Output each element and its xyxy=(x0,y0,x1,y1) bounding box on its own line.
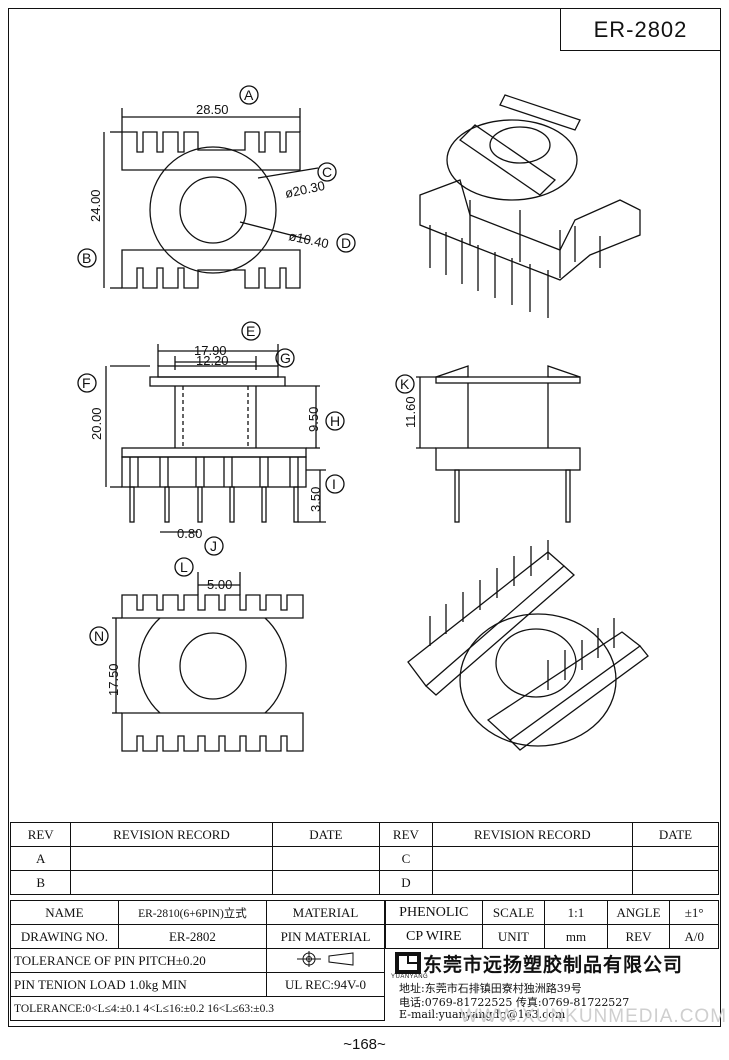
company-brand: YUANYANG xyxy=(391,974,429,980)
isometric-view-top xyxy=(419,94,641,318)
tolerance-pitch: TOLERANCE OF PIN PITCH±0.20 xyxy=(9,948,268,973)
label-c: C xyxy=(322,164,332,180)
revision-record-header: REVISION RECORD xyxy=(70,822,273,847)
label-h: H xyxy=(330,413,340,429)
label-f: F xyxy=(82,375,91,391)
dim-5-00: 5.00 xyxy=(207,577,232,592)
company-logo-icon xyxy=(395,952,421,974)
dim-3-50: 3.50 xyxy=(308,487,323,512)
rev-cell: B xyxy=(9,870,72,895)
angle-label: ANGLE xyxy=(606,900,671,925)
date-header: DATE xyxy=(271,822,381,847)
material-value: PHENOLIC xyxy=(385,900,483,925)
dim-dia-20-30: ø20.30 xyxy=(284,178,327,201)
dim-20-00: 20.00 xyxy=(89,407,104,440)
page-number: ~168~ xyxy=(343,1036,386,1053)
dim-11-60: 11.60 xyxy=(403,396,418,428)
revision-record-header-2: REVISION RECORD xyxy=(431,822,633,847)
table-row: A C xyxy=(9,846,720,871)
company-phone: 电话:0769-81722525 传真:0769-81722527 xyxy=(399,996,630,1009)
label-i: I xyxy=(332,476,336,492)
rev-header: REV xyxy=(9,822,72,847)
rev-cell: C xyxy=(379,846,433,871)
pin-tension: PIN TENION LOAD 1.0kg MIN xyxy=(9,972,268,997)
scale-value: 1:1 xyxy=(544,900,608,925)
front-view xyxy=(105,344,326,533)
date-cell xyxy=(631,870,720,895)
dim-9-50: 9.50 xyxy=(306,407,321,432)
company-address: 地址:东莞市石排镇田寮村独洲路39号 xyxy=(399,982,582,995)
rev-value: A/0 xyxy=(669,924,719,949)
label-l: L xyxy=(180,559,188,575)
label-a: A xyxy=(244,87,254,103)
angle-value: ±1° xyxy=(669,900,719,925)
unit-value: mm xyxy=(544,924,608,949)
dim-12-20: 12.20 xyxy=(196,353,229,368)
pin-material-value: CP WIRE xyxy=(385,924,483,949)
revision-table: REV REVISION RECORD DATE REV REVISION RE… xyxy=(9,822,720,895)
pin-material-label: PIN MATERIAL xyxy=(266,924,385,949)
rev-label: REV xyxy=(606,924,671,949)
name-value: ER-2810(6+6PIN)立式 xyxy=(117,900,268,925)
dim-24-00: 24.00 xyxy=(88,189,103,222)
scale-label: SCALE xyxy=(481,900,546,925)
label-g: G xyxy=(280,350,291,366)
ul-rec: UL REC:94V-0 xyxy=(266,972,385,997)
spec-table: PHENOLIC SCALE 1:1 ANGLE ±1° CP WIRE UNI… xyxy=(385,900,719,949)
dim-28-50: 28.50 xyxy=(196,102,229,117)
dim-17-90: 17.90 xyxy=(194,343,227,358)
drawing-no-label: DRAWING NO. xyxy=(10,924,119,949)
dim-17-50: 17.50 xyxy=(106,663,121,696)
record-cell xyxy=(431,846,633,871)
material-label: MATERIAL xyxy=(266,900,385,925)
date-cell xyxy=(631,846,720,871)
technical-drawing: 28.50 24.00 ø20.30 ø10.40 A B C D xyxy=(77,85,649,752)
drawing-frame xyxy=(8,8,721,1027)
bottom-view xyxy=(112,572,304,752)
date-cell xyxy=(271,870,381,895)
drawing-title: ER-2802 xyxy=(560,8,721,51)
label-e: E xyxy=(246,323,255,339)
dim-dia-10-40: ø10.40 xyxy=(287,228,330,251)
unit-label: UNIT xyxy=(481,924,546,949)
drawing-no-value: ER-2802 xyxy=(117,924,268,949)
record-cell xyxy=(431,870,633,895)
date-cell xyxy=(271,846,381,871)
watermark: WWW.XUNKUNMEDIA.COM xyxy=(460,1006,728,1027)
tolerance-line: TOLERANCE:0<L≤4:±0.1 4<L≤16:±0.2 16<L≤63… xyxy=(10,996,385,1021)
info-table: NAME ER-2810(6+6PIN)立式 MATERIAL DRAWING … xyxy=(9,900,385,1021)
company-name: 东莞市远扬塑胶制品有限公司 xyxy=(423,954,684,976)
projection-icon xyxy=(296,950,354,967)
dim-0-80: 0.80 xyxy=(177,526,202,541)
label-j: J xyxy=(210,538,217,554)
date-header-2: DATE xyxy=(631,822,720,847)
rev-header-2: REV xyxy=(379,822,433,847)
record-cell xyxy=(70,870,273,895)
isometric-view-bottom xyxy=(407,540,649,751)
record-cell xyxy=(70,846,273,871)
label-b: B xyxy=(82,250,91,266)
label-k: K xyxy=(400,376,410,392)
name-label: NAME xyxy=(10,900,119,925)
company-email: E-mail:yuanyangdg@163.com xyxy=(399,1008,566,1021)
company-block: YUANYANG 东莞市远扬塑胶制品有限公司 地址:东莞市石排镇田寮村独洲路39… xyxy=(387,949,717,1022)
projection-symbol xyxy=(266,948,385,973)
label-n: N xyxy=(94,628,104,644)
rev-cell: A xyxy=(9,846,72,871)
rev-cell: D xyxy=(379,870,433,895)
top-view xyxy=(103,108,319,289)
label-d: D xyxy=(341,235,351,251)
side-view xyxy=(416,365,581,523)
table-row: B D xyxy=(9,870,720,895)
